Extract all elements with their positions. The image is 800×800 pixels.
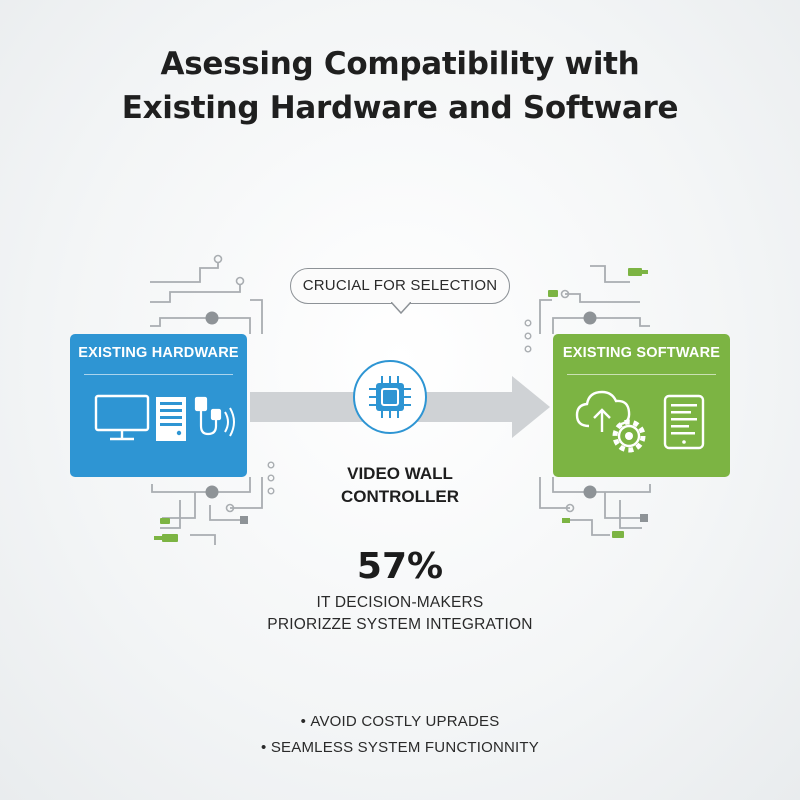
callout-label: CRUCIAL FOR SELECTION: [302, 277, 498, 294]
hardware-circuit-nodes: [205, 254, 275, 524]
existing-hardware-label: EXISTING HARDWARE: [78, 345, 239, 361]
title-line-1: Asessing Compatibility with: [160, 46, 640, 82]
hardware-connector-plugs: [154, 518, 178, 542]
controller-label: VIDEO WALL CONTROLLER: [0, 462, 800, 508]
benefit-item: AVOID COSTLY UPRADES: [0, 709, 800, 735]
stat-percentage: 57%: [356, 546, 444, 587]
software-circuit-traces: [539, 265, 651, 536]
existing-hardware-box: EXISTING HARDWARE: [70, 334, 247, 477]
gear-icon: [612, 419, 646, 453]
benefit-item: SEAMLESS SYSTEM FUNCTIONNITY: [0, 735, 800, 761]
existing-software-box: EXISTING SOFTWARE: [553, 334, 730, 477]
stat-line-1: IT DECISION-MAKERS: [316, 594, 484, 611]
controller-line-1: VIDEO WALL: [347, 464, 453, 483]
existing-software-label: EXISTING SOFTWARE: [562, 345, 721, 361]
usb-cable-icon: [194, 396, 235, 437]
hardware-circuit-traces: [150, 262, 263, 545]
selection-callout: CRUCIAL FOR SELECTION: [290, 268, 510, 314]
callout-pointer: [391, 302, 411, 314]
server-tower-icon: [156, 397, 186, 441]
software-connector-plugs: [548, 268, 648, 538]
software-circuit-nodes: [524, 289, 648, 522]
controller-line-2: CONTROLLER: [340, 487, 460, 506]
hardware-icons: [94, 394, 235, 441]
monitor-icon: [94, 394, 150, 441]
page-title: Asessing Compatibility with Existing Har…: [0, 42, 800, 130]
tablet-document-icon: [663, 394, 705, 450]
title-line-2: Existing Hardware and Software: [121, 90, 679, 126]
stat-line-2: PRIORIZZE SYSTEM INTEGRATION: [267, 616, 533, 633]
stat-description: IT DECISION-MAKERS PRIORIZZE SYSTEM INTE…: [0, 592, 800, 636]
cloud-upload-icon: [575, 390, 631, 432]
benefit-list: AVOID COSTLY UPRADES SEAMLESS SYSTEM FUN…: [0, 709, 800, 761]
chip-glyph: [369, 376, 411, 418]
hardware-divider: [84, 374, 233, 375]
processor-chip-icon: [353, 360, 427, 434]
software-icons: [575, 390, 705, 453]
software-divider: [567, 374, 716, 375]
